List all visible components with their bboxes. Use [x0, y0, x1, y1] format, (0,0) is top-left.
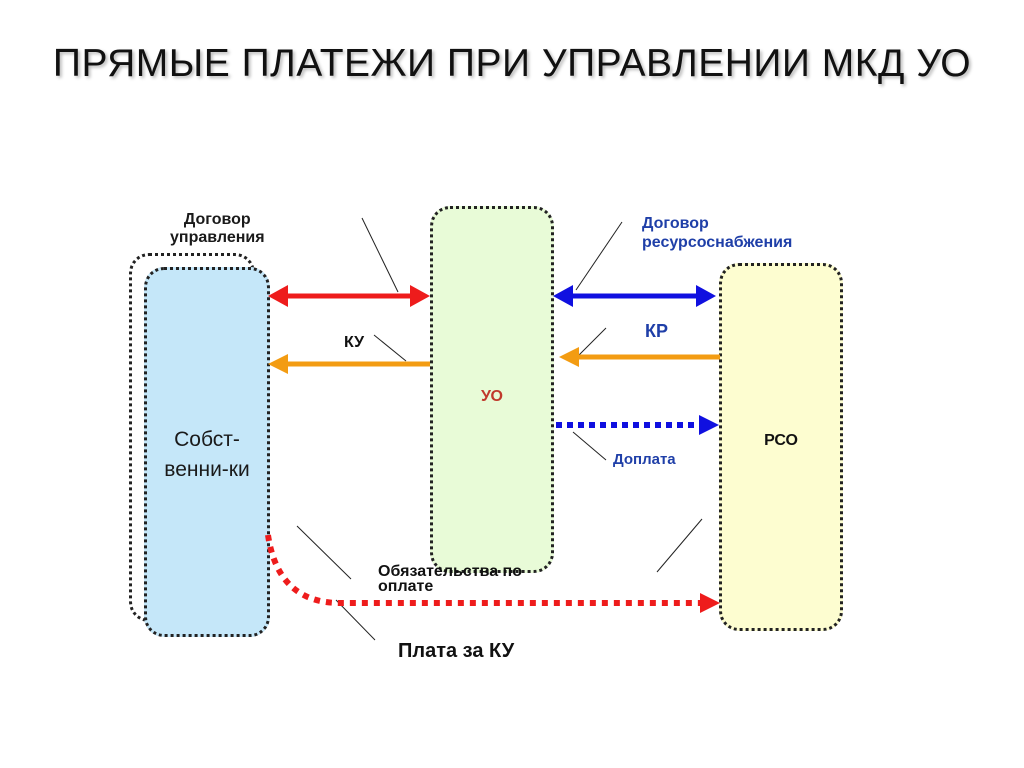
leader-obligation-right	[656, 518, 703, 573]
owners-box[interactable]	[144, 267, 270, 637]
arrow-extra-payment	[556, 415, 719, 435]
ku-label: КУ	[344, 334, 365, 351]
obligations-label: Обязательства по оплате	[378, 563, 522, 595]
leader-extra	[572, 431, 607, 461]
rso-label: РСО	[764, 432, 798, 449]
fee-for-ku-label: Плата за КУ	[398, 640, 515, 662]
resource-contract-line1: Договор	[642, 215, 709, 232]
uo-box[interactable]	[430, 206, 554, 573]
slide-title: ПРЯМЫЕ ПЛАТЕЖИ ПРИ УПРАВЛЕНИИ МКД УО	[52, 42, 972, 85]
rso-box[interactable]	[719, 263, 843, 631]
arrow-ku	[268, 354, 430, 374]
arrow-fee-for-ku	[265, 534, 720, 613]
arrow-kr	[559, 347, 720, 367]
leader-fee	[335, 599, 376, 641]
arrow-management-contract	[268, 285, 430, 307]
management-contract-line2: управления	[170, 229, 265, 246]
kr-label: КР	[645, 321, 668, 341]
owners-label: Собст-венни-ки	[164, 428, 250, 481]
obligations-line1: Обязательства по	[378, 563, 522, 580]
leader-management-contract	[361, 217, 399, 293]
leader-ku	[373, 334, 407, 362]
leader-resource-contract	[575, 221, 623, 291]
uo-label: УО	[481, 388, 503, 405]
leader-obligation-left	[296, 525, 352, 580]
extra-payment-label: Доплата	[613, 451, 676, 468]
management-contract-line1: Договор	[183, 211, 251, 228]
resource-contract-label: Договор ресурсоснабжения	[642, 214, 792, 252]
resource-contract-line2: ресурсоснабжения	[642, 234, 793, 251]
obligations-line2: оплате	[378, 578, 434, 595]
management-contract-label: Договор управления	[170, 211, 265, 247]
leader-kr	[577, 327, 607, 357]
arrow-resource-contract	[553, 285, 716, 307]
